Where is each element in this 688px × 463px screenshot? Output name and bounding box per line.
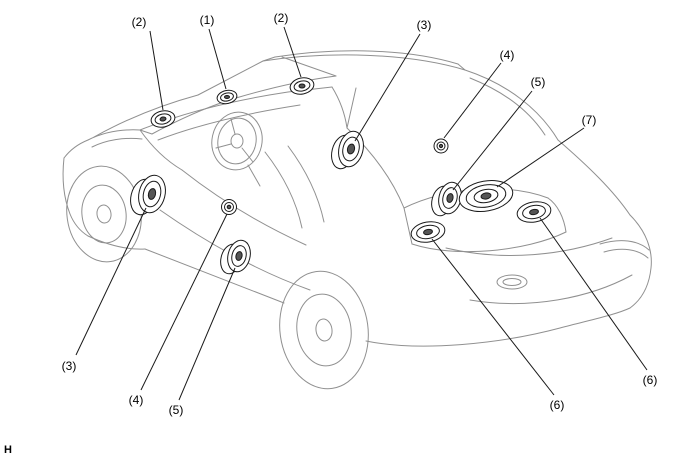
vehicle-rear-details xyxy=(496,240,650,290)
leader-line-ip-right xyxy=(283,26,302,78)
callout-ip-center-speaker: (1) xyxy=(199,13,215,27)
callout-rear-door-right-tweeter: (4) xyxy=(499,48,515,62)
rear-wheel xyxy=(279,270,369,390)
callout-rear-deck-center-speaker: (7) xyxy=(581,113,597,127)
front-wheel xyxy=(66,165,142,263)
rear-door-left-tweeter xyxy=(221,199,237,215)
leader-line-rear-door-left xyxy=(178,267,236,401)
tail-lamp-line-2 xyxy=(603,248,649,259)
callout-rear-deck-left-speaker: (6) xyxy=(549,398,565,412)
rear-door-right-tweeter xyxy=(433,138,449,154)
vehicle-body-outline xyxy=(62,50,652,347)
leader-line-rear-deck-right xyxy=(539,217,648,371)
callout-ip-left-speaker: (2) xyxy=(131,15,147,29)
leader-line-rear-deck-center xyxy=(496,127,585,188)
leader-line-ip-center xyxy=(208,28,227,90)
rear-emblem xyxy=(496,274,528,290)
vehicle-interior-lines xyxy=(139,86,567,291)
rear-door-right-speaker xyxy=(431,181,462,217)
callout-ip-right-speaker: (2) xyxy=(273,11,289,25)
callout-rear-door-left-speaker: (5) xyxy=(168,403,184,417)
rear-door-left-speaker xyxy=(220,239,251,275)
tail-lamp-line xyxy=(599,240,650,251)
rear-emblem-inner xyxy=(502,278,522,286)
rear-deck-center-speaker xyxy=(458,180,514,212)
leader-line-rear-door-right-tweeter xyxy=(443,62,502,139)
callout-front-door-right-speaker: (3) xyxy=(416,18,432,32)
instrument-panel-right-speaker xyxy=(289,77,315,95)
rear-deck-left-speaker xyxy=(410,221,446,243)
front-door-right-speaker xyxy=(331,130,364,170)
leader-line-front-door-right xyxy=(354,33,421,142)
instrument-panel-left-speaker xyxy=(150,110,176,128)
leader-line-ip-left xyxy=(149,30,164,111)
front-door-left-speaker xyxy=(130,174,166,216)
callout-front-door-left-speaker: (3) xyxy=(61,359,77,373)
instrument-panel-center-speaker xyxy=(216,89,238,105)
callout-rear-door-right-speaker: (5) xyxy=(530,75,546,89)
page-revision-mark: H xyxy=(4,444,12,456)
leader-line-rear-door-right xyxy=(452,90,533,191)
callout-rear-deck-right-speaker: (6) xyxy=(642,373,658,387)
leader-line-rear-door-left-tweeter xyxy=(140,213,228,391)
leader-line-front-door-left xyxy=(75,207,147,356)
leader-line-rear-deck-left xyxy=(431,238,555,396)
steering-wheel xyxy=(211,111,263,187)
rear-deck-right-speaker xyxy=(516,201,552,223)
callout-rear-door-left-tweeter: (4) xyxy=(128,393,144,407)
